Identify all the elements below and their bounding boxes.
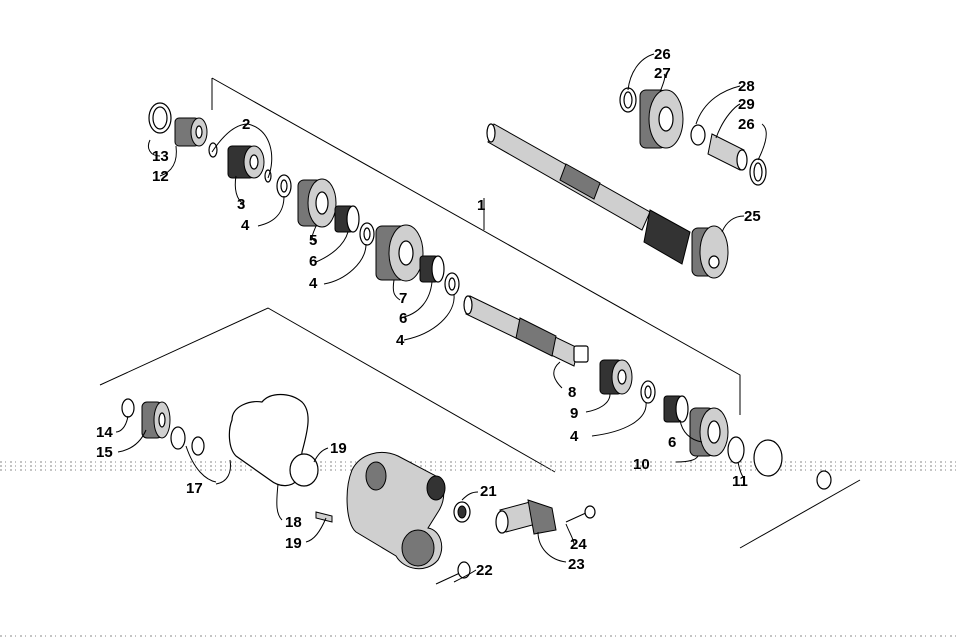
bolt-24 xyxy=(565,505,596,523)
callout-4-b: 4 xyxy=(309,275,318,292)
washer-4-c-inner xyxy=(448,277,456,291)
callout-24: 24 xyxy=(570,536,587,553)
callout-1: 1 xyxy=(477,197,485,214)
callout-29: 29 xyxy=(738,96,755,113)
callout-18: 18 xyxy=(285,514,302,531)
callout-26-a: 26 xyxy=(654,46,671,63)
callout-26-b: 26 xyxy=(738,116,755,133)
callout-19-b: 19 xyxy=(285,535,302,552)
assembly-1-base-line xyxy=(739,479,861,549)
callout-21: 21 xyxy=(480,483,497,500)
washer-4-a-inner xyxy=(280,179,288,193)
ring-19-top xyxy=(289,453,319,487)
callout-3: 3 xyxy=(237,196,245,213)
bearing-6-c xyxy=(663,395,689,423)
callout-6-c: 6 xyxy=(668,434,676,451)
callout-14: 14 xyxy=(96,424,113,441)
scan-noise-band xyxy=(0,461,960,637)
washer-28 xyxy=(690,124,706,146)
callout-2: 2 xyxy=(242,116,250,133)
callout-17: 17 xyxy=(186,480,203,497)
cover-group-outline xyxy=(99,307,556,473)
callout-8: 8 xyxy=(568,384,576,401)
gear-25 xyxy=(691,225,729,279)
gasket-17 xyxy=(228,393,309,487)
hub-3 xyxy=(227,145,265,179)
washer-17-a xyxy=(170,426,186,450)
callout-28: 28 xyxy=(738,78,755,95)
callout-23: 23 xyxy=(568,556,585,573)
callout-19-a: 19 xyxy=(330,440,347,457)
callout-10: 10 xyxy=(633,456,650,473)
nut-15 xyxy=(141,401,171,439)
callout-15: 15 xyxy=(96,444,113,461)
callout-7: 7 xyxy=(399,290,407,307)
callout-11: 11 xyxy=(732,473,748,490)
bearing-right xyxy=(753,439,783,477)
snap-ring-26-right-inner xyxy=(753,162,763,182)
washer-11 xyxy=(727,436,745,464)
dowel-pin-19 xyxy=(315,511,333,523)
snap-ring-26-top-inner xyxy=(623,91,633,109)
shaft-8 xyxy=(463,295,589,367)
callout-6-a: 6 xyxy=(309,253,317,270)
hub-9 xyxy=(599,359,633,395)
callout-9: 9 xyxy=(570,405,578,422)
snap-ring-13-inner xyxy=(152,106,168,130)
callout-12: 12 xyxy=(152,168,169,185)
cover-housing xyxy=(346,452,445,570)
assembly-1-outline xyxy=(211,77,741,415)
callout-6-b: 6 xyxy=(399,310,407,327)
callout-22: 22 xyxy=(476,562,493,579)
washer-17-b xyxy=(191,436,205,456)
gear-10 xyxy=(689,407,729,457)
callout-4-d: 4 xyxy=(570,428,579,445)
gear-12 xyxy=(174,117,208,147)
callout-27: 27 xyxy=(654,65,671,82)
countershaft-25 xyxy=(486,123,729,279)
bearing-6-b xyxy=(419,255,445,283)
bearing-6-a xyxy=(334,205,360,233)
seal-21 xyxy=(426,475,471,523)
callout-5: 5 xyxy=(309,232,317,249)
ring-14 xyxy=(121,398,135,418)
washer-4-b-inner xyxy=(363,227,371,241)
gear-27 xyxy=(639,89,684,149)
gear-7 xyxy=(375,224,424,282)
leader-lines xyxy=(115,53,767,583)
sensor-23 xyxy=(495,499,557,535)
callout-4-c: 4 xyxy=(396,332,405,349)
bearing-right-small xyxy=(816,470,832,490)
gear-5 xyxy=(297,178,337,228)
callout-13: 13 xyxy=(152,148,169,165)
washer-4-d-inner xyxy=(644,385,652,399)
callout-25: 25 xyxy=(744,208,761,225)
callout-4-a: 4 xyxy=(241,217,250,234)
bolt-22 xyxy=(435,561,471,585)
bushing-29 xyxy=(707,133,748,171)
